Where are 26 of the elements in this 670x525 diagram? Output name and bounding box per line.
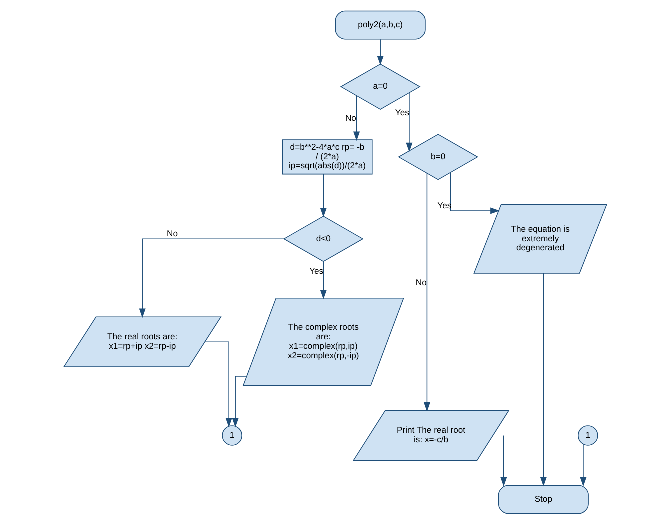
node-box: poly2(a,b,c)	[334, 10, 426, 40]
node-diamond: a=0	[340, 64, 420, 110]
node-diamond: b=0	[398, 134, 478, 180]
edge-label: No	[166, 228, 178, 239]
edge-label: Yes	[394, 108, 409, 118]
arrow	[232, 376, 247, 428]
arrow	[423, 173, 430, 412]
arrow	[500, 435, 507, 487]
arrow	[320, 174, 326, 218]
node-diamond: d<0	[282, 216, 364, 262]
arrow	[406, 92, 412, 152]
arrow	[138, 238, 284, 318]
node-circle: 1	[578, 426, 598, 446]
arrow	[320, 262, 326, 300]
arrow	[540, 273, 546, 487]
arrow	[580, 444, 586, 487]
arrow	[353, 96, 360, 142]
node-circle: 1	[222, 426, 242, 446]
node-box: Stop	[498, 485, 588, 514]
arrow	[204, 342, 232, 428]
edge-label: Yes	[309, 266, 324, 276]
edge-label: No	[415, 278, 426, 288]
node-box: d=b**2-4*a*c rp= -b / (2*a) ip=sqrt(abs(d))/(2*a)	[282, 140, 372, 175]
arrow	[450, 172, 500, 214]
edge-label: No	[344, 112, 356, 123]
arrow	[376, 39, 384, 66]
